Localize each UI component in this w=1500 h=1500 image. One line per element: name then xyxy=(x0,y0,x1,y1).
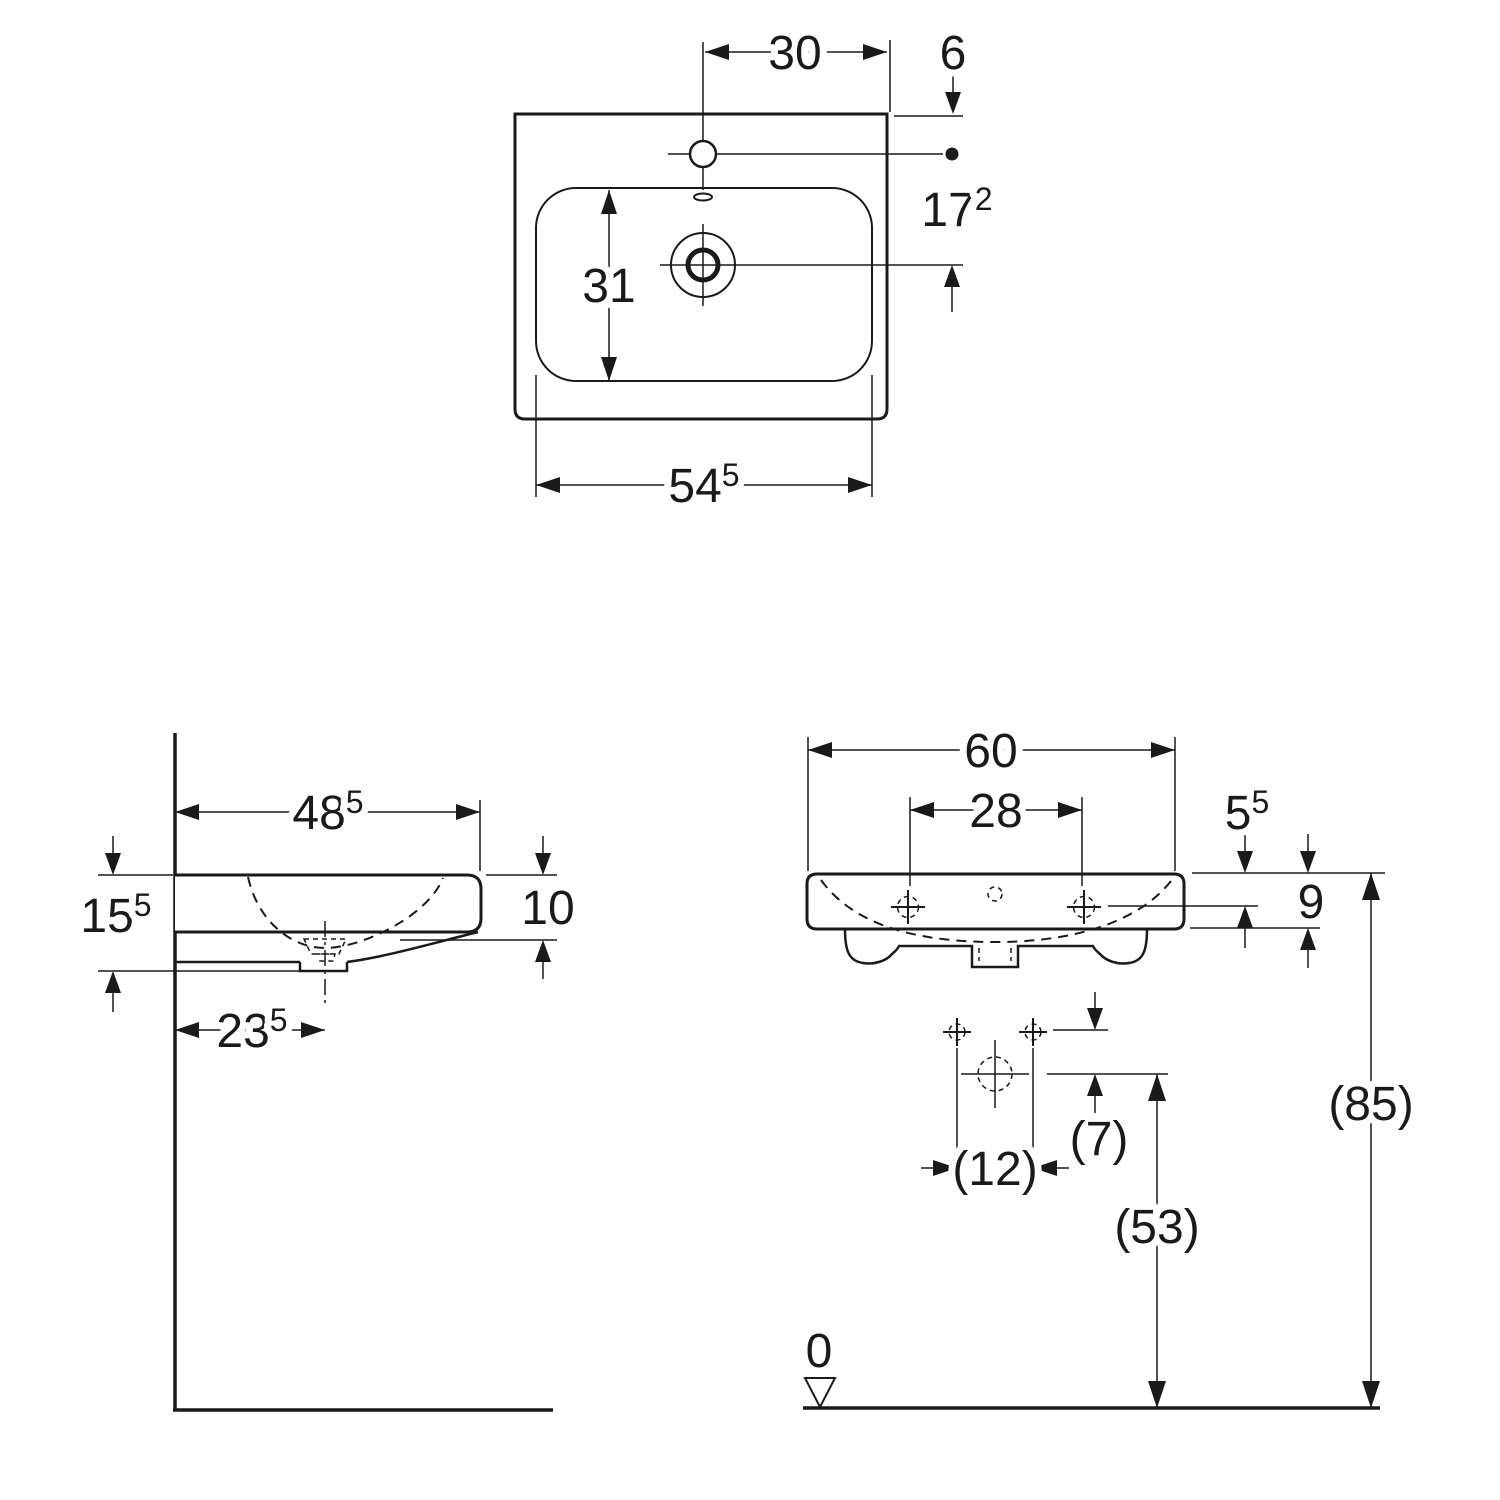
overflow-slot xyxy=(693,192,713,202)
dim-545-arrow-left xyxy=(536,477,560,493)
dimension-dot-terminator xyxy=(945,147,959,161)
dim-60-arrow-right xyxy=(1151,742,1175,758)
dim-545-arrow-right xyxy=(848,477,872,493)
front-tap-hole-right xyxy=(1067,890,1101,924)
datum-zero-label: 0 xyxy=(806,1325,833,1378)
dim-7-arrow-down xyxy=(1087,1008,1103,1030)
dim-31-arrow-up xyxy=(601,190,617,214)
dim-55-arrow-up xyxy=(1237,906,1253,928)
datum-triangle-icon xyxy=(803,1377,837,1410)
dim-155-arrow-up xyxy=(105,971,121,993)
fixing-hole-dashed-circle xyxy=(948,1023,966,1041)
dim-6-label: 6 xyxy=(940,27,967,80)
side-view-drain-box xyxy=(298,962,349,973)
dim-30-label: 30 xyxy=(768,27,821,80)
dim-53-arrow-up xyxy=(1148,1074,1166,1101)
dim-28-label: 28 xyxy=(969,785,1022,838)
front-tap-hole-left xyxy=(891,890,925,924)
dim-28-arrow-right xyxy=(1058,802,1082,818)
side-view-rim-outline xyxy=(175,873,483,934)
dim-12-arrow-left-pointing xyxy=(1033,1160,1057,1176)
dim-7-arrow-up xyxy=(1087,1074,1103,1096)
front-view-bowl-dashed xyxy=(820,879,1172,944)
dim-6-arrow-down xyxy=(945,92,961,114)
dim-53-arrow-down xyxy=(1148,1381,1166,1408)
dim-9-label: 9 xyxy=(1298,876,1325,929)
side-view-bowl-dashed xyxy=(247,876,444,950)
tap-hole-circle xyxy=(688,139,718,169)
dim-31-arrow-down xyxy=(601,357,617,381)
wall-fixing-hole-right xyxy=(1019,1018,1047,1046)
dim-235-arrow-right xyxy=(301,1022,325,1038)
dim-485-arrow-right xyxy=(456,804,480,820)
dim-235-label: 235 xyxy=(216,1002,287,1058)
front-view-underside-outline xyxy=(843,928,1149,969)
dim-55-label: 55 xyxy=(1225,784,1270,840)
dim-172-label: 172 xyxy=(921,181,992,237)
dim-30-arrow-right xyxy=(863,44,887,60)
dim-155-label: 155 xyxy=(80,887,151,943)
dim-235-arrow-left xyxy=(175,1022,199,1038)
dim-60-arrow-left xyxy=(808,742,832,758)
dim-31-label: 31 xyxy=(582,260,635,313)
dim-28-arrow-left xyxy=(910,802,934,818)
dim-60-label: 60 xyxy=(964,725,1017,778)
front-overflow-dashed-circle xyxy=(987,886,1003,902)
top-view-basin-outline xyxy=(535,187,873,382)
side-view-underside-curve xyxy=(346,930,479,964)
dim-85-arrow-down xyxy=(1362,1381,1380,1408)
dim-10-label: 10 xyxy=(521,882,574,935)
dim-485-arrow-left xyxy=(175,804,199,820)
dim-85-label: (85) xyxy=(1328,1078,1413,1131)
dim-12-arrow-right-pointing xyxy=(933,1160,957,1176)
dim-9-arrow-up xyxy=(1300,928,1316,950)
tap-hole-dashed-circle xyxy=(1072,895,1096,919)
dim-9-arrow-down xyxy=(1300,851,1316,873)
top-view: 30 6 172 31 545 xyxy=(513,20,1000,520)
dim-172-arrow-up xyxy=(944,265,960,287)
wall-fixing-hole-left xyxy=(943,1018,971,1046)
front-view: 60 28 55 9 (85) (7) (12) (53) 0 xyxy=(799,718,1421,1410)
fixing-hole-dashed-circle xyxy=(1024,1023,1042,1041)
dim-55-arrow-down xyxy=(1237,851,1253,873)
dim-53-label: (53) xyxy=(1114,1201,1199,1254)
tap-hole-dashed-circle xyxy=(896,895,920,919)
dim-12-label: (12) xyxy=(952,1143,1037,1196)
dim-545-label: 545 xyxy=(668,457,739,513)
side-view: 485 155 10 235 xyxy=(73,733,582,1412)
dim-7-label: (7) xyxy=(1070,1113,1129,1166)
dim-485-label: 485 xyxy=(292,784,363,840)
dim-10-arrow-down xyxy=(535,853,551,875)
dim-155-arrow-down xyxy=(105,853,121,875)
dim-85-arrow-up xyxy=(1362,873,1380,900)
dim-30-arrow-left xyxy=(705,44,729,60)
dim-10-arrow-up xyxy=(535,940,551,962)
